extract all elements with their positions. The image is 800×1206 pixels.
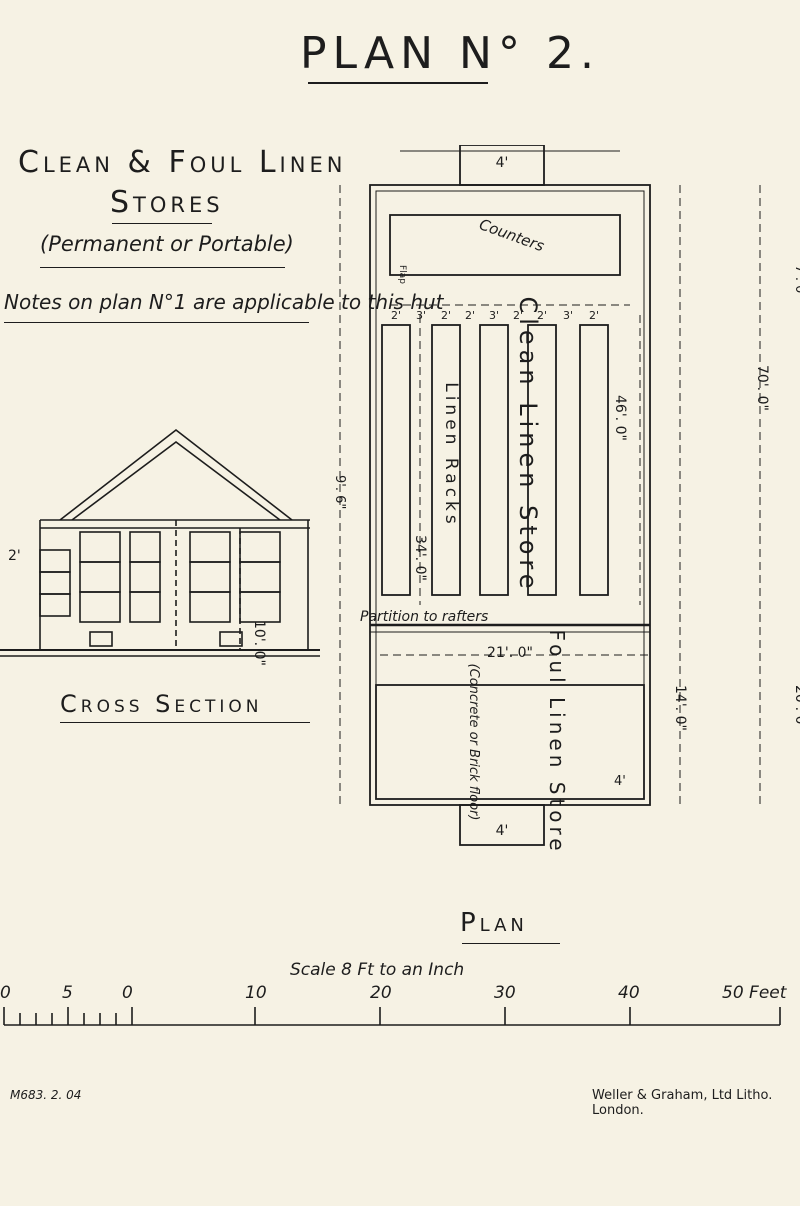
subtitle-underline bbox=[40, 267, 285, 268]
heading-line2: Stores bbox=[110, 185, 224, 220]
dim-foul-width: 14'. 0" bbox=[672, 685, 688, 731]
foul-store-outline bbox=[375, 684, 645, 800]
concrete-floor-label: (Concrete or Brick floor) bbox=[466, 664, 481, 821]
section-dim-height: 10'. 0" bbox=[251, 620, 267, 666]
cross-section-drawing: 2' 10'. 0" bbox=[0, 428, 320, 666]
dim-small: 9'. 6" bbox=[332, 475, 347, 509]
dim-top: 4' bbox=[496, 155, 509, 171]
dim-clean-length: 46'. 0" bbox=[612, 395, 628, 441]
plan-underline bbox=[462, 943, 560, 944]
linen-racks-label: Linen Racks bbox=[441, 382, 461, 528]
cross-section-underline bbox=[60, 722, 310, 723]
dim-edge: 7'. 0" bbox=[792, 265, 800, 299]
roof-line bbox=[59, 428, 293, 521]
dim-rack-5: 2' bbox=[513, 309, 523, 322]
roof-inner bbox=[71, 441, 281, 521]
dim-rack-1: 3' bbox=[416, 309, 426, 322]
scale-bar bbox=[3, 1007, 781, 1026]
printer-credit: Weller & Graham, Ltd Litho. London. bbox=[592, 1088, 773, 1118]
flap-label: Flap bbox=[397, 265, 407, 284]
plan-drawing: Counters Flap Clean Linen Store Linen Ra… bbox=[332, 145, 800, 855]
dim-racks-length: 34'. 0" bbox=[412, 535, 428, 581]
dim-side: 4' bbox=[614, 774, 626, 789]
dim-rack-7: 3' bbox=[563, 309, 573, 322]
foul-linen-store-label: Foul Linen Store bbox=[545, 629, 569, 854]
scale-mark-7: 50 Feet bbox=[722, 983, 787, 1003]
scale-mark-4: 20 bbox=[370, 983, 392, 1003]
ref-code: M683. 2. 04 bbox=[10, 1088, 82, 1102]
dim-rack-2: 2' bbox=[441, 309, 451, 322]
dim-rack-6: 2' bbox=[537, 309, 547, 322]
dim-rack-4: 3' bbox=[489, 309, 499, 322]
cross-section-label: Cross Section bbox=[60, 690, 263, 718]
heading-line1: Clean & Foul Linen bbox=[18, 145, 347, 180]
scale-mark-2: 0 bbox=[122, 983, 133, 1003]
scale-mark-1: 5 bbox=[62, 983, 73, 1003]
subtitle: (Permanent or Portable) bbox=[40, 232, 294, 256]
dim-rack-0: 2' bbox=[391, 309, 401, 322]
section-dim-side: 2' bbox=[8, 548, 21, 564]
plan-label: Plan bbox=[460, 908, 528, 938]
dim-bottom: 4' bbox=[496, 823, 509, 839]
notes-underline bbox=[4, 322, 309, 323]
scale-mark-0: 0 bbox=[0, 983, 11, 1003]
dim-rack-3: 2' bbox=[465, 309, 475, 322]
scale-mark-3: 10 bbox=[245, 983, 267, 1003]
scale-mark-5: 30 bbox=[494, 983, 516, 1003]
dim-racks-row: 2' 3' 2' 2' 3' 2' 2' 3' 2' bbox=[391, 309, 599, 322]
clean-linen-store-label: Clean Linen Store bbox=[514, 296, 542, 593]
scale-caption: Scale 8 Ft to an Inch bbox=[290, 960, 465, 980]
page-title: PLAN N° 2. bbox=[300, 28, 600, 79]
dim-foul-length: 21'. 0" bbox=[487, 645, 533, 661]
title-underline bbox=[308, 82, 488, 84]
dim-overall-length: 70'. 0" bbox=[754, 365, 770, 411]
dim-rack-8: 2' bbox=[589, 309, 599, 322]
heading-underline bbox=[112, 223, 212, 224]
partition-note: Partition to rafters bbox=[360, 609, 488, 625]
scale-mark-6: 40 bbox=[618, 983, 640, 1003]
dim-width: 20'. 0" bbox=[792, 685, 800, 731]
counters-label: Counters bbox=[477, 215, 547, 255]
